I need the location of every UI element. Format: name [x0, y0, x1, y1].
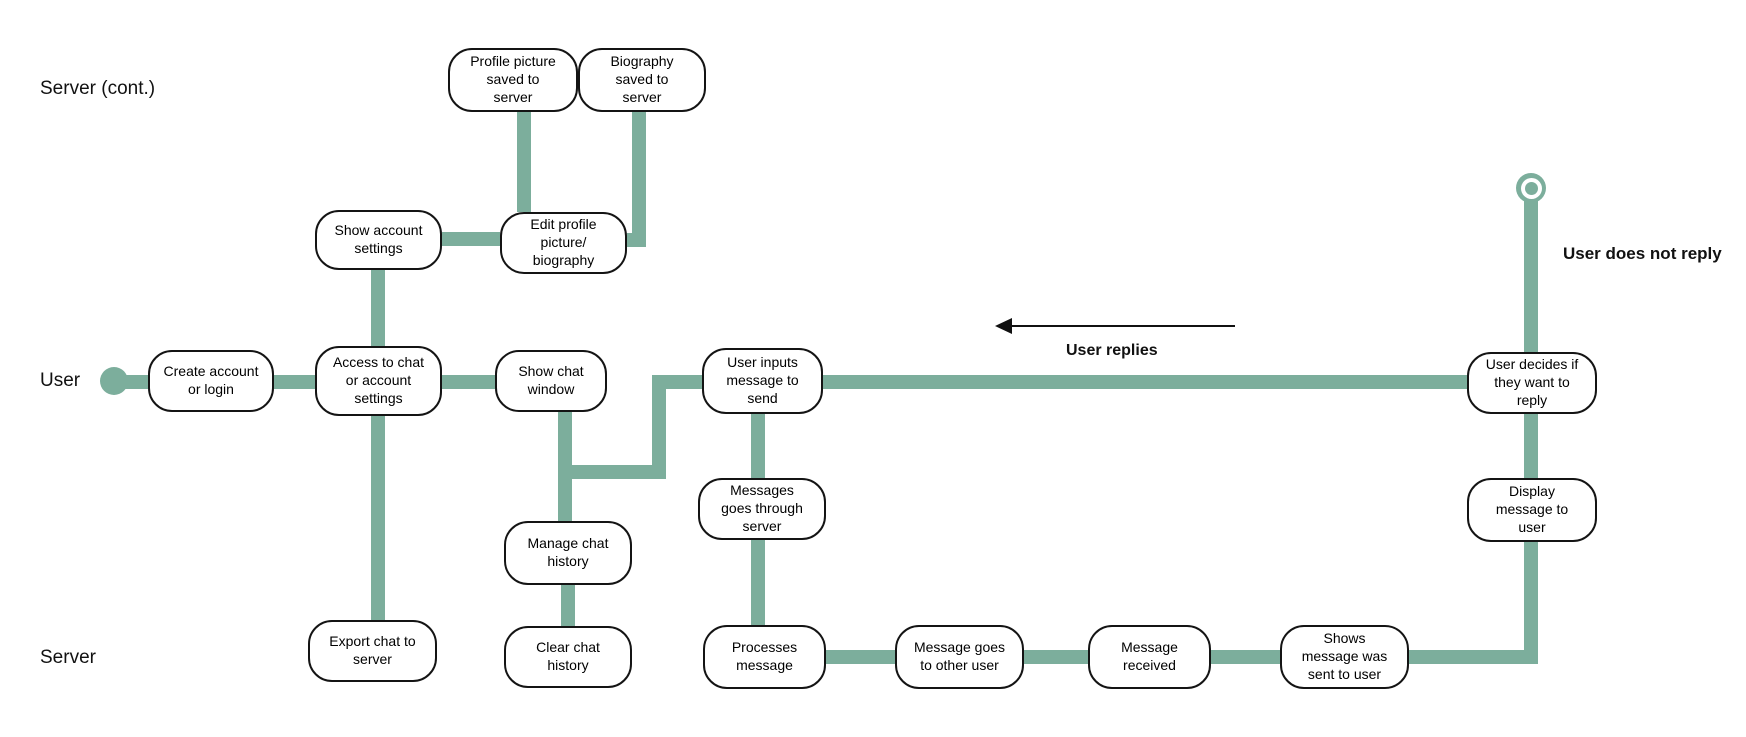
- connector-segment: [442, 232, 500, 246]
- flow-node-export-chat[interactable]: Export chat to server: [308, 620, 437, 682]
- connector-segment: [1024, 650, 1088, 664]
- flow-node-message-goes-other-user[interactable]: Message goes to other user: [895, 625, 1024, 689]
- connector-segment: [1524, 412, 1538, 478]
- flow-node-biography-saved[interactable]: Biography saved to server: [578, 48, 706, 112]
- flow-node-create-account[interactable]: Create account or login: [148, 350, 274, 412]
- end-terminator-core: [1524, 181, 1538, 195]
- lane-label-server: Server: [40, 647, 96, 668]
- annotation-user-replies: User replies: [1066, 342, 1158, 359]
- connector-segment: [371, 416, 385, 620]
- flow-node-user-inputs-message[interactable]: User inputs message to send: [702, 348, 823, 414]
- flow-node-messages-through-server[interactable]: Messages goes through server: [698, 478, 826, 540]
- connector-segment: [751, 540, 765, 625]
- connector-segment: [1524, 542, 1538, 664]
- connector-segment: [823, 375, 1467, 389]
- connector-segment: [1409, 650, 1538, 664]
- flow-node-show-chat-window[interactable]: Show chat window: [495, 350, 607, 412]
- flow-node-access-chat[interactable]: Access to chat or account settings: [315, 346, 442, 416]
- lane-label-server-cont: Server (cont.): [40, 78, 156, 99]
- connector-segment: [627, 233, 646, 247]
- connector-segment: [1524, 200, 1538, 352]
- connector-segment: [1211, 650, 1280, 664]
- flow-node-profile-picture-saved[interactable]: Profile picture saved to server: [448, 48, 578, 112]
- flow-node-manage-chat-history[interactable]: Manage chat history: [504, 521, 632, 585]
- annotation-user-does-not-reply: User does not reply: [1563, 244, 1722, 263]
- lane-label-user: User: [40, 370, 81, 391]
- end-terminator: [1516, 173, 1546, 203]
- user-replies-arrow-line: [1010, 325, 1235, 327]
- connector-segment: [558, 465, 666, 479]
- start-terminator: [100, 367, 128, 395]
- flow-node-clear-chat-history[interactable]: Clear chat history: [504, 626, 632, 688]
- connector-segment: [371, 270, 385, 346]
- flow-node-show-account-settings[interactable]: Show account settings: [315, 210, 442, 270]
- connector-segment: [751, 414, 765, 478]
- end-terminator-ring: [1520, 177, 1542, 199]
- connector-segment: [442, 375, 495, 389]
- connector-segment: [517, 112, 531, 212]
- flow-node-shows-message-sent[interactable]: Shows message was sent to user: [1280, 625, 1409, 689]
- connector-segment: [652, 375, 702, 389]
- flow-node-display-message[interactable]: Display message to user: [1467, 478, 1597, 542]
- flow-node-message-received[interactable]: Message received: [1088, 625, 1211, 689]
- connector-segment: [652, 375, 666, 479]
- connector-segment: [632, 112, 646, 247]
- flow-node-user-decides[interactable]: User decides if they want to reply: [1467, 352, 1597, 414]
- connector-segment: [826, 650, 895, 664]
- connector-segment: [561, 585, 575, 626]
- connector-segment: [274, 375, 315, 389]
- flow-node-processes-message[interactable]: Processes message: [703, 625, 826, 689]
- flow-node-edit-profile[interactable]: Edit profile picture/ biography: [500, 212, 627, 274]
- user-replies-arrow-head-icon: [995, 318, 1012, 334]
